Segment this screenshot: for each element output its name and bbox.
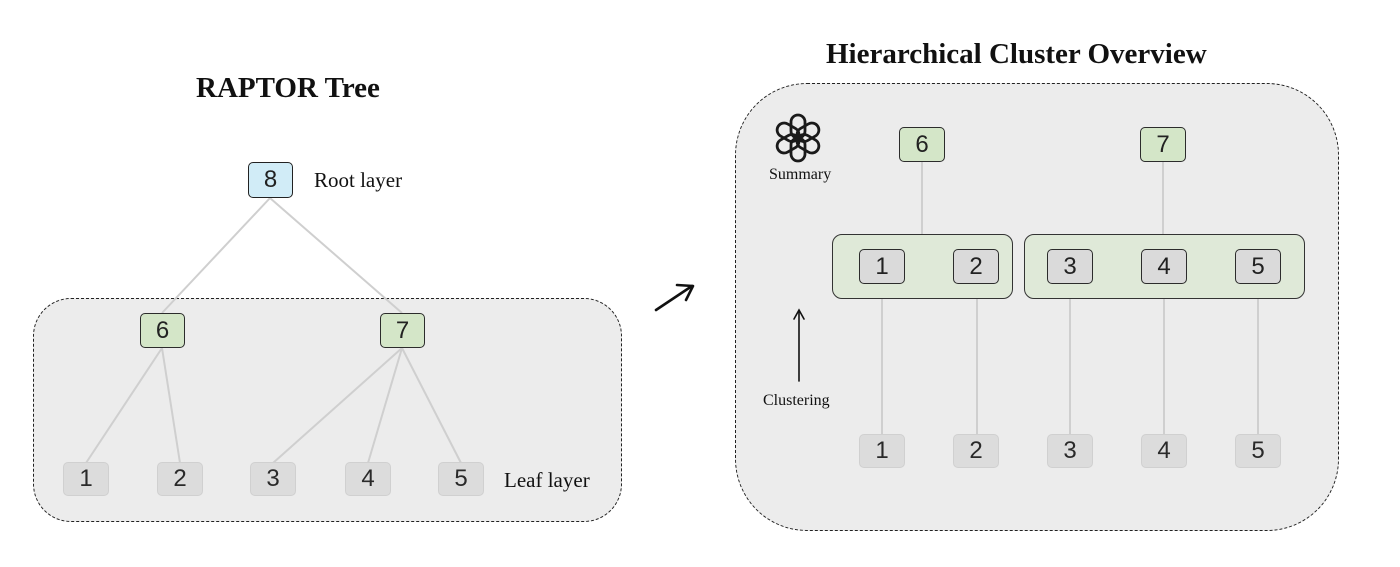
cluster-member-node: 4 <box>1141 249 1187 284</box>
cluster-overview-title: Hierarchical Cluster Overview <box>826 38 1207 70</box>
edge-6-2 <box>161 347 181 464</box>
cluster-leaf-node: 3 <box>1047 434 1093 468</box>
edge-8-6 <box>161 197 271 314</box>
edge-7-4 <box>367 347 403 464</box>
leaf-layer-label: Leaf layer <box>504 468 590 492</box>
leaf-layer-panel <box>33 298 622 522</box>
tree-leaf-node: 2 <box>157 462 203 496</box>
edge-8-7 <box>269 197 403 314</box>
tree-leaf-node: 3 <box>250 462 296 496</box>
raptor-tree-title: RAPTOR Tree <box>196 72 380 104</box>
cluster-leaf-node: 5 <box>1235 434 1281 468</box>
root-layer-label: Root layer <box>314 168 403 192</box>
clustering-label: Clustering <box>763 392 830 409</box>
tree-leaf-node: 1 <box>63 462 109 496</box>
cluster-member-node: 3 <box>1047 249 1093 284</box>
summary-label: Summary <box>769 166 832 183</box>
root-node: 8 <box>248 162 293 198</box>
openai-logo-icon <box>775 113 821 163</box>
cluster-summary-node: 6 <box>899 127 945 162</box>
edge-7-5 <box>401 347 462 464</box>
cluster-summary-node: 7 <box>1140 127 1186 162</box>
cluster-member-node: 2 <box>953 249 999 284</box>
tree-leaf-node: 4 <box>345 462 391 496</box>
tree-summary-node: 6 <box>140 313 185 348</box>
cluster-leaf-node: 1 <box>859 434 905 468</box>
cluster-member-node: 5 <box>1235 249 1281 284</box>
cluster-leaf-node: 2 <box>953 434 999 468</box>
edge-6-1 <box>85 347 163 464</box>
tree-leaf-node: 5 <box>438 462 484 496</box>
cluster-leaf-node: 4 <box>1141 434 1187 468</box>
tree-summary-node: 7 <box>380 313 425 348</box>
edge-7-3 <box>272 347 403 464</box>
cluster-member-node: 1 <box>859 249 905 284</box>
